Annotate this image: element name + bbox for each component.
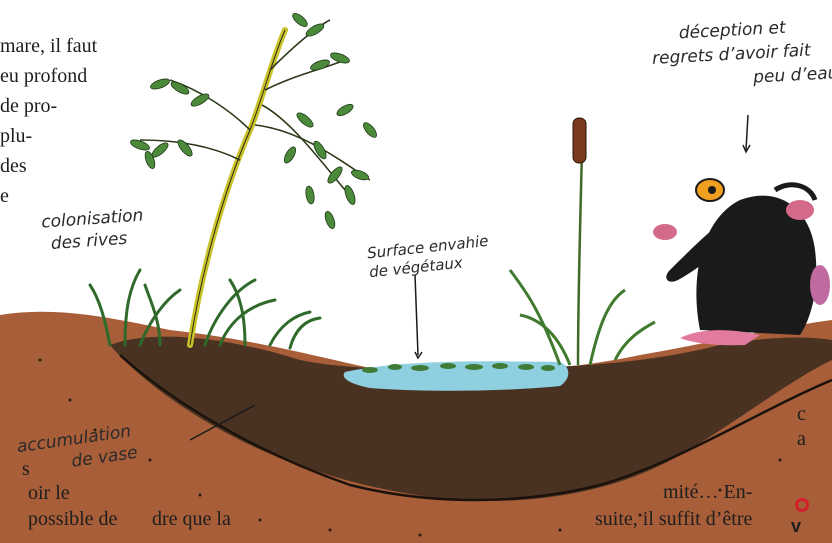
annotation-deception: déception et regrets d’avoir fait peu d’… — [650, 13, 832, 95]
right-edge-red-text: v — [791, 516, 801, 537]
left-line-1: mare, il faut — [0, 32, 97, 60]
left-bottom-line-2: oir le — [28, 479, 70, 507]
left-line-4: plu- — [0, 122, 32, 150]
character-dog — [653, 179, 830, 345]
annotation-colonisation: colonisation des rives — [41, 204, 146, 255]
center-bottom-text: dre que la — [152, 505, 231, 533]
left-line-6: e — [0, 182, 9, 210]
left-bottom-line-3: possible de — [28, 505, 117, 533]
right-edge-line-1: c — [797, 400, 806, 428]
tree-branches — [140, 20, 370, 190]
right-edge-line-2: a — [797, 425, 806, 453]
left-line-5: des — [0, 152, 27, 180]
cattail — [510, 118, 655, 365]
red-bullet-icon — [795, 498, 809, 512]
annotation-deception-line-3: peu d’eau — [753, 61, 832, 89]
pond-water — [344, 361, 569, 390]
left-line-3: de pro- — [0, 92, 57, 120]
left-line-2: eu profond — [0, 62, 87, 90]
left-column-text: mare, il faut eu profond de pro- plu- de… — [0, 32, 145, 222]
right-bottom-text: mité… En- suite, il suffit d’être — [595, 478, 795, 543]
right-bottom-line-1: mité… En- — [663, 478, 752, 506]
right-bottom-line-2: suite, il suffit d’être — [595, 505, 752, 533]
